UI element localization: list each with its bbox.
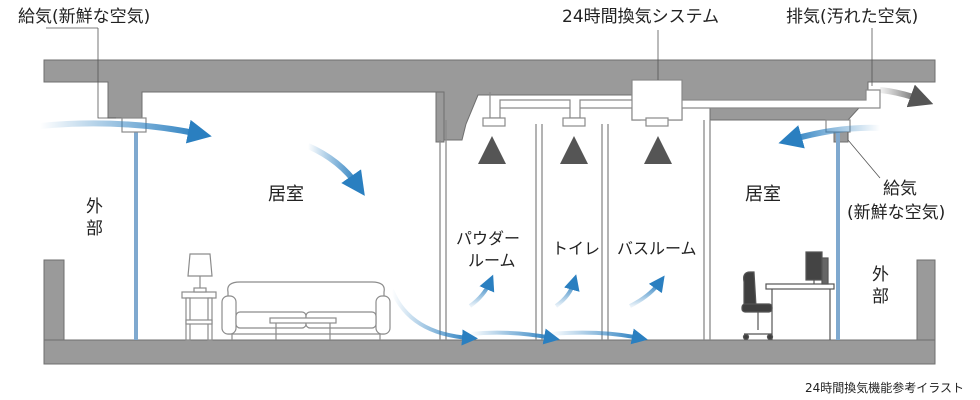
text-labels: 給気(新鮮な空気) 24時間換気システム 排気(汚れた空気) 給気 (新鮮な空気… (18, 7, 964, 395)
chair-back (743, 271, 757, 307)
airflow-arrows (39, 84, 934, 346)
monitor (805, 251, 823, 281)
side-table-leg (185, 297, 191, 341)
vent-powder (482, 117, 506, 127)
caption: 24時間換気機能参考イラスト (805, 380, 964, 395)
lamp-shade (187, 253, 213, 277)
rise-bath (629, 275, 665, 308)
label-supply-right-1: 給気 (883, 179, 917, 199)
desk-top (765, 283, 835, 290)
label-powder-1: パウダー (456, 229, 520, 248)
label-living-left: 居室 (268, 184, 304, 205)
left-outer-wall (43, 259, 65, 343)
exhaust-arrow (879, 84, 934, 108)
label-exhaust: 排気(汚れた空気) (786, 7, 918, 27)
rise-powder (468, 274, 495, 308)
flow-arrow-living-left (306, 143, 365, 196)
label-living-right: 居室 (745, 184, 781, 205)
chair-seat (741, 303, 773, 313)
lamp-base (193, 287, 207, 293)
vent-toilet (562, 117, 586, 127)
side-table-leg (207, 297, 213, 341)
ventilation-unit (631, 79, 683, 121)
side-table-top (181, 291, 217, 299)
living-furniture (181, 253, 391, 341)
label-outside-right: 外部 (872, 265, 889, 307)
chair-wheel (742, 333, 750, 341)
label-powder-2: ルーム (468, 251, 516, 270)
label-outside-left: 外部 (86, 197, 103, 239)
computer-tower (821, 257, 829, 285)
right-outer-wall (916, 259, 936, 343)
floor-flow-2 (469, 328, 560, 345)
floor-flow-3 (549, 328, 648, 345)
floor-flow-1 (390, 289, 478, 346)
floor-slab (43, 339, 936, 365)
supply-arrow-left (39, 119, 212, 144)
roof-slab (43, 59, 936, 141)
label-bathroom: バスルーム (617, 239, 697, 258)
label-toilet: トイレ (552, 239, 600, 258)
left-beam (435, 91, 445, 143)
label-system-name: 24時間換気システム (562, 7, 719, 27)
supply-arrow-right (778, 124, 881, 149)
chair-wheel (766, 333, 774, 341)
side-table-shelf (185, 319, 213, 325)
sofa-arm-right (375, 295, 391, 335)
rise-toilet (554, 274, 580, 308)
office-furniture (741, 251, 835, 341)
coffee-table-top (269, 317, 337, 324)
room-dividers (46, 27, 881, 340)
label-supply-left: 給気(新鮮な空気) (18, 7, 150, 27)
label-supply-right-2: (新鮮な空気) (847, 203, 945, 223)
sofa-arm-left (221, 295, 237, 335)
building-structure (43, 59, 936, 365)
vent-bath (645, 117, 669, 127)
